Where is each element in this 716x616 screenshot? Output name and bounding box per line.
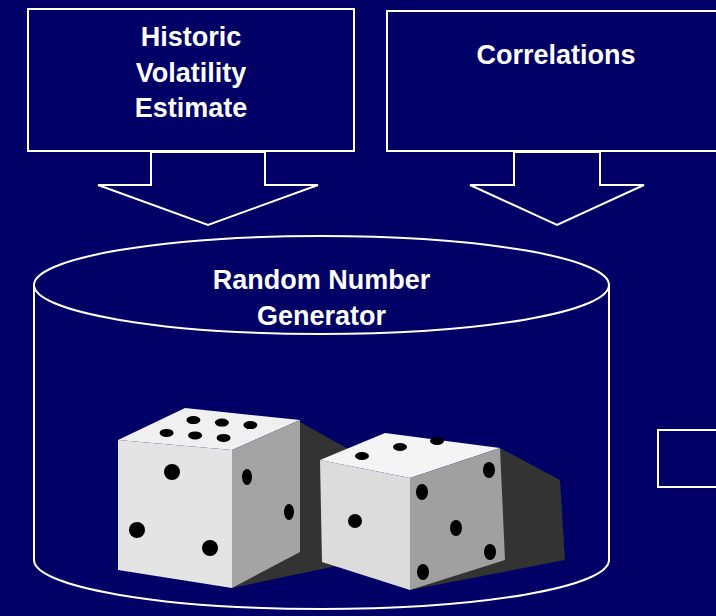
die-front-face (118, 440, 232, 588)
die-pips (348, 437, 496, 580)
node-label: Correlations (426, 38, 686, 74)
die-side-face (320, 460, 410, 590)
node-label: Random Number Generator (157, 263, 487, 334)
die-pips (129, 416, 294, 556)
input-box: Historic Volatility Estimate (27, 8, 355, 152)
die-side-face (232, 420, 300, 588)
generator-cylinder: Random Number Generator (33, 235, 610, 610)
block-arrow (470, 152, 644, 225)
node-label: Historic Volatility Estimate (91, 20, 291, 127)
block-arrow (98, 152, 318, 225)
input-box: Correlations (386, 10, 716, 152)
cylinder-path (34, 236, 609, 609)
partial-box (658, 430, 716, 487)
die-front-face (410, 448, 505, 590)
